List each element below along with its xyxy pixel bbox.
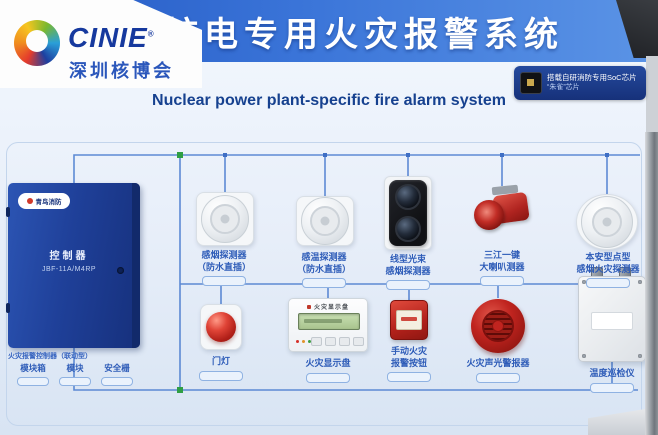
- detector-body: [581, 196, 633, 248]
- device-label-door-lamp: 门灯: [196, 356, 246, 381]
- model-pill: [202, 276, 246, 287]
- device-label-junction-box: 温度巡检仪: [580, 368, 644, 393]
- screw-icon: [638, 280, 642, 284]
- panel-controls: [296, 337, 364, 346]
- detector-body: [301, 197, 349, 245]
- beam-lens-icon: [395, 184, 421, 210]
- model-pill: [586, 278, 630, 289]
- model-pill: [101, 377, 133, 386]
- device-label-heat: 感温探测器（防水直插）: [284, 252, 364, 289]
- banner-title: 核电专用火灾报警系统: [164, 16, 564, 54]
- junction-box-device: [578, 267, 646, 362]
- model-pill: [386, 280, 430, 291]
- cinie-swirl-logo-icon: [14, 20, 60, 66]
- cabinet-caption: 火灾报警控制器（联动型）: [8, 353, 92, 360]
- device-label-mcp: 手动火灾报警按钮: [376, 346, 442, 383]
- bird-logo-icon: [26, 198, 33, 204]
- model-pill: [17, 377, 49, 386]
- panel-title: 火灾显示盘: [313, 305, 349, 311]
- cabinet-hinge: [6, 303, 10, 313]
- registered-mark: ®: [147, 29, 155, 39]
- panel-button: [339, 337, 350, 346]
- box-body: [578, 276, 646, 362]
- beam-lens-icon: [395, 216, 421, 242]
- fire-display-panel-device: 火灾显示盘: [288, 298, 368, 352]
- panel-button: [353, 337, 364, 346]
- booth-pole: [645, 132, 658, 435]
- door-lamp-device: [200, 304, 242, 350]
- device-label-display-panel: 火灾显示盘: [294, 358, 362, 383]
- fire-alarm-control-cabinet: 青鸟消防 控制器 JBF-11A/M4RP: [6, 183, 140, 348]
- chip-icon: [520, 72, 542, 94]
- horn-speaker-device: [474, 184, 530, 234]
- screw-icon: [638, 354, 642, 358]
- panel-header: 火灾显示盘: [288, 302, 368, 311]
- device-label-sounder: 火灾声光警报器: [456, 358, 540, 383]
- cabinet-panel-text: 控制器 JBF-11A/M4RP: [41, 251, 97, 273]
- box-nameplate: [591, 312, 633, 330]
- manual-call-point-device: [390, 300, 428, 340]
- cabinet-lock-icon: [117, 267, 124, 274]
- booth-wall-edge: [646, 56, 658, 134]
- beam-detector-body: [389, 180, 427, 246]
- model-pill: [306, 372, 350, 383]
- cabinet-hinge: [6, 207, 10, 217]
- detector-body: [201, 195, 249, 243]
- device-label-is-smoke: 本安型点型感烟火灾探测器: [564, 252, 652, 289]
- lcd-screen: [298, 313, 360, 330]
- intrinsically-safe-smoke-detector-device: [576, 194, 638, 250]
- sounder-strobe-device: [470, 298, 526, 354]
- accessory-safety-barrier: 安全栅: [96, 362, 138, 386]
- model-pill: [476, 372, 520, 383]
- model-pill: [387, 372, 431, 383]
- sounder-hub: [492, 320, 504, 332]
- model-pill: [480, 276, 524, 287]
- screw-icon: [582, 354, 586, 358]
- accessory-module: 模块: [58, 362, 92, 386]
- model-pill: [59, 377, 91, 386]
- heat-detector-device: [296, 196, 354, 246]
- beam-smoke-detector-device: [384, 176, 432, 250]
- device-label-beam: 线型光束感烟探测器: [372, 254, 444, 291]
- panel-button: [311, 337, 322, 346]
- panel-logo-icon: [306, 304, 311, 309]
- model-pill: [199, 370, 243, 381]
- cabinet-brand-badge: 青鸟消防: [18, 193, 70, 209]
- smoke-detector-device: [196, 192, 254, 246]
- device-label-horn: 三江一键大喇叭测器: [464, 250, 540, 287]
- led-green: [308, 340, 311, 343]
- device-label-smoke: 感烟探测器（防水直插）: [184, 250, 264, 287]
- accessory-module-box: 模块箱: [12, 362, 54, 386]
- lamp-dome: [206, 312, 236, 342]
- led-red: [296, 340, 299, 343]
- chip-badge-text: 搭载自研消防专用SoC芯片 “朱雀”芯片: [547, 73, 637, 92]
- soc-chip-badge: 搭载自研消防专用SoC芯片 “朱雀”芯片: [514, 66, 646, 100]
- expo-subtitle: 深圳核博会: [69, 61, 174, 81]
- mcp-glass-window: [396, 310, 422, 330]
- model-pill: [302, 278, 346, 289]
- panel-button: [325, 337, 336, 346]
- horn-mouth: [474, 200, 504, 230]
- model-pill: [590, 382, 634, 393]
- cinie-brand: CINIE®: [68, 22, 155, 53]
- screw-icon: [582, 280, 586, 284]
- led-amber: [302, 340, 305, 343]
- board-title-en: Nuclear power plant-specific fire alarm …: [152, 92, 506, 109]
